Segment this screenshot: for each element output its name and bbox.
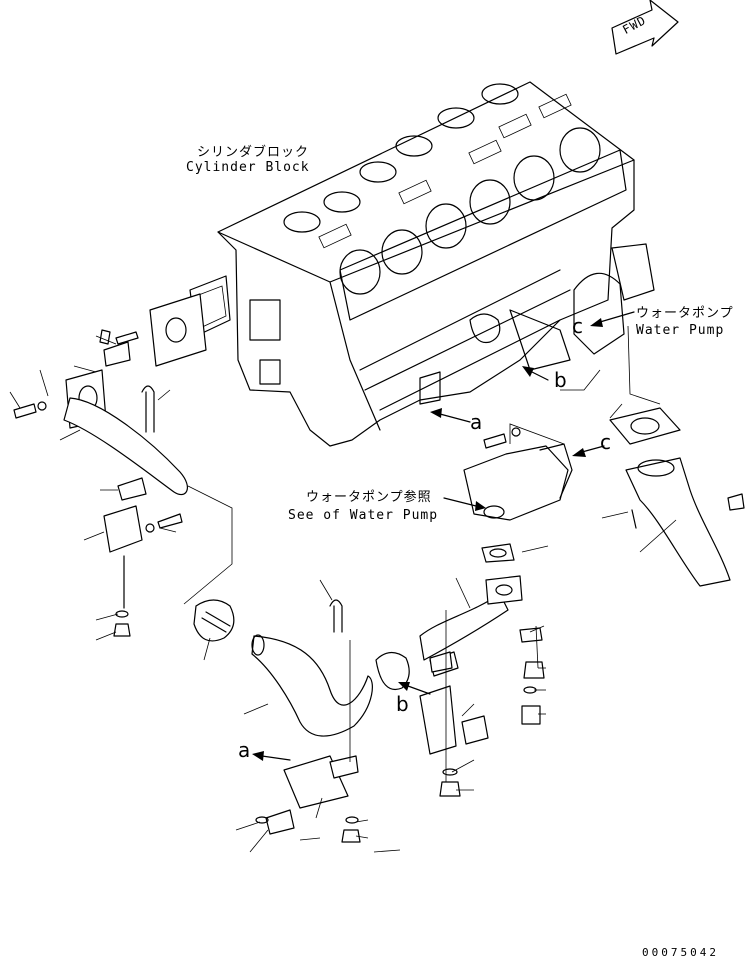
- cylinder-block-label-en: Cylinder Block: [186, 160, 310, 175]
- see-water-pump-label-jp: ウォータポンプ参照: [306, 490, 432, 505]
- water-pump-label-jp: ウォータポンプ: [636, 306, 734, 321]
- see-water-pump-label-en: See of Water Pump: [288, 508, 439, 523]
- fwd-arrow-icon: [611, 0, 679, 55]
- cylinder-block-label-jp: シリンダブロック: [197, 145, 310, 160]
- ref-b-lower: b: [396, 692, 409, 716]
- leader-lines: [9, 325, 677, 853]
- cylinder-block: [217, 81, 655, 447]
- ref-b-top: b: [554, 368, 567, 392]
- reference-arrows: [252, 311, 635, 761]
- document-number: 00075042: [642, 946, 719, 959]
- left-pipe-assembly: [13, 275, 231, 637]
- ref-c-pump: c: [572, 314, 583, 338]
- ref-a-top: a: [470, 410, 483, 434]
- ref-a-lower: a: [238, 738, 251, 762]
- ref-c-right: c: [600, 430, 611, 454]
- cylinder-bores: [283, 83, 601, 295]
- center-lower-pipe: [193, 575, 523, 843]
- pump-housing-parts: [429, 407, 745, 725]
- water-pump-label-en: Water Pump: [636, 323, 725, 338]
